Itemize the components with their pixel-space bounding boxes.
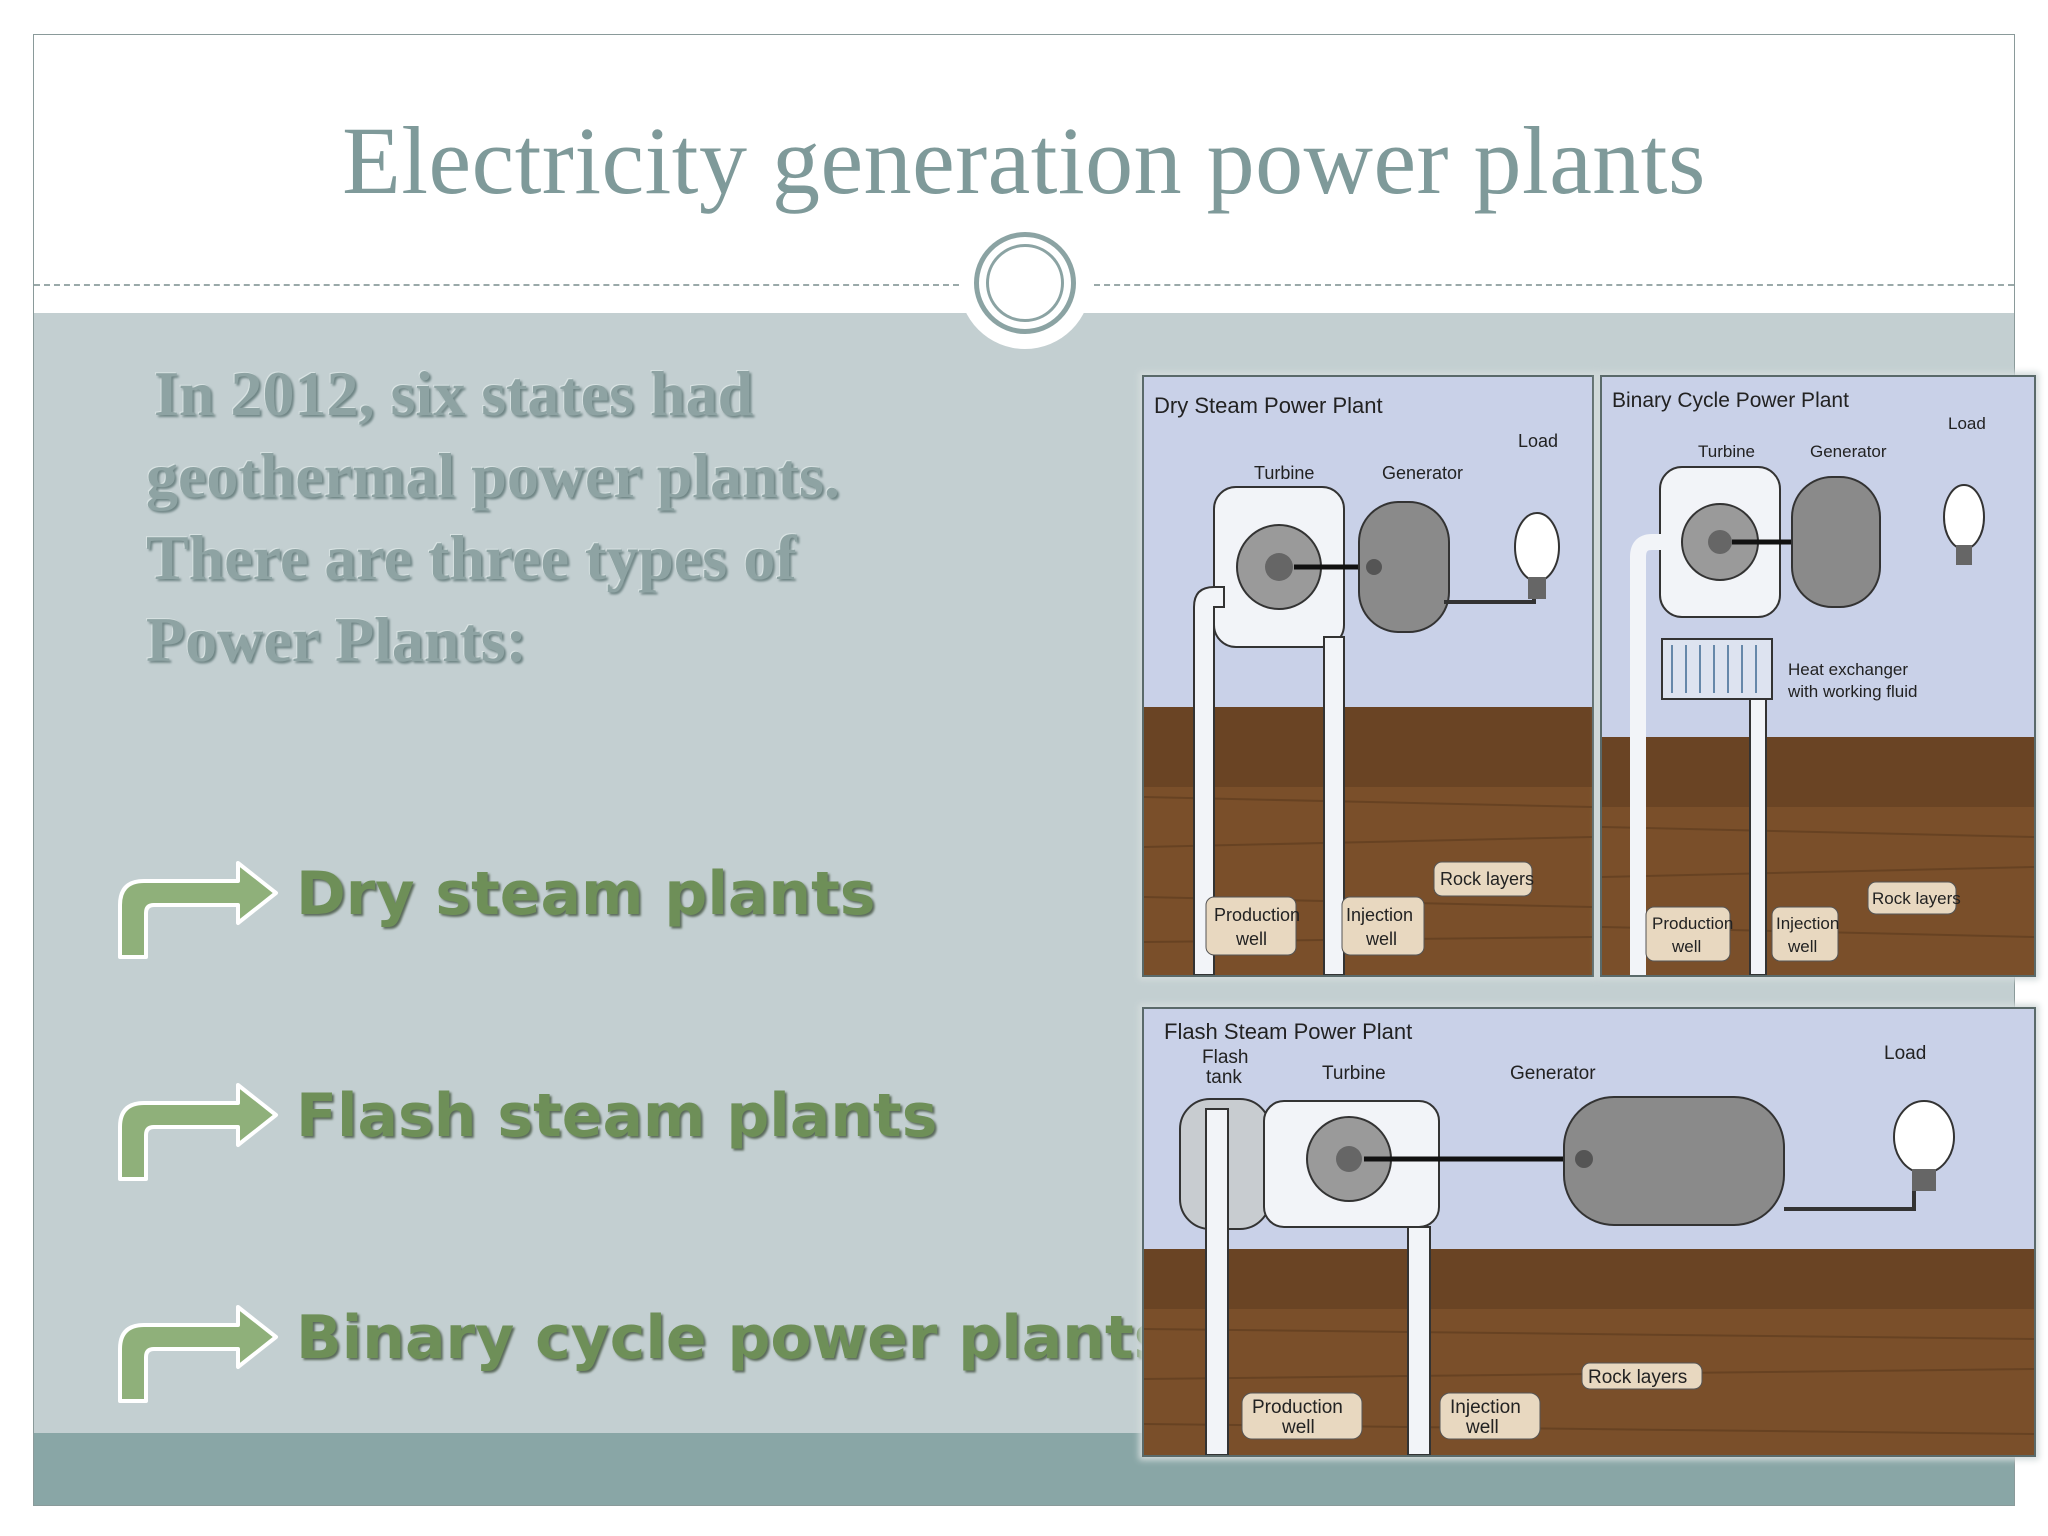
dry-title: Dry Steam Power Plant bbox=[1154, 393, 1383, 418]
flash-production-label: Production bbox=[1252, 1397, 1343, 1418]
dry-production-label-2: well bbox=[1235, 929, 1267, 949]
slide-title: Electricity generation power plants bbox=[342, 107, 1706, 214]
binary-hx-label-2: with working fluid bbox=[1787, 682, 1917, 701]
flash-injection-label-2: well bbox=[1465, 1417, 1499, 1438]
flash-title: Flash Steam Power Plant bbox=[1164, 1019, 1412, 1044]
title-divider-right bbox=[1094, 284, 2014, 286]
intro-line: geothermal power plants. bbox=[146, 440, 840, 511]
dry-injection-label: Injection bbox=[1346, 905, 1413, 925]
dry-generator-label: Generator bbox=[1382, 463, 1463, 483]
divider-medallion-inner bbox=[986, 244, 1064, 322]
binary-generator-label: Generator bbox=[1810, 442, 1887, 461]
dry-rock-label: Rock layers bbox=[1440, 869, 1534, 889]
dry-steam-illustration: Dry Steam Power Plant Turbine Generator … bbox=[1144, 377, 1592, 975]
intro-text: In 2012, six states had geothermal power… bbox=[146, 353, 1126, 681]
binary-injection-label-2: well bbox=[1787, 937, 1817, 956]
flash-turbine-label: Turbine bbox=[1322, 1063, 1386, 1084]
binary-load-label: Load bbox=[1948, 414, 1986, 433]
flash-steam-diagram: Flash Steam Power Plant Flash tank Turbi… bbox=[1142, 1007, 2036, 1457]
flash-rock-label: Rock layers bbox=[1588, 1367, 1687, 1388]
intro-line: In 2012, six states had bbox=[154, 358, 754, 429]
dry-load-label: Load bbox=[1518, 431, 1558, 451]
dry-injection-label-2: well bbox=[1365, 929, 1397, 949]
dry-turbine-label: Turbine bbox=[1254, 463, 1314, 483]
bullet-label: Dry steam plants bbox=[296, 859, 876, 929]
bent-arrow-icon bbox=[118, 1083, 278, 1181]
dry-steam-diagram: Dry Steam Power Plant Turbine Generator … bbox=[1142, 375, 1594, 977]
flash-injection-label: Injection bbox=[1450, 1397, 1521, 1418]
flash-load-label: Load bbox=[1884, 1043, 1926, 1064]
title-divider-left bbox=[34, 284, 959, 286]
binary-production-label-2: well bbox=[1671, 937, 1701, 956]
flash-tank-label: Flash bbox=[1202, 1047, 1248, 1068]
binary-injection-label: Injection bbox=[1776, 914, 1839, 933]
binary-turbine-label: Turbine bbox=[1698, 442, 1755, 461]
dry-production-label: Production bbox=[1214, 905, 1300, 925]
bent-arrow-icon bbox=[118, 1305, 278, 1403]
binary-cycle-diagram: Binary Cycle Power Plant Turbine Generat… bbox=[1600, 375, 2036, 977]
binary-title: Binary Cycle Power Plant bbox=[1612, 389, 1849, 412]
flash-generator-label: Generator bbox=[1510, 1063, 1596, 1084]
title-area: Electricity generation power plants bbox=[34, 35, 2014, 285]
binary-production-label: Production bbox=[1652, 914, 1733, 933]
intro-line: Power Plants: bbox=[146, 604, 527, 675]
bullet-flash-steam: Flash steam plants bbox=[112, 1077, 1112, 1187]
binary-hx-label: Heat exchanger bbox=[1788, 660, 1908, 679]
bullet-label: Flash steam plants bbox=[296, 1081, 938, 1151]
bent-arrow-icon bbox=[118, 861, 278, 959]
binary-rock-label: Rock layers bbox=[1872, 889, 1961, 908]
flash-production-label-2: well bbox=[1281, 1417, 1315, 1438]
slide: Electricity generation power plants In 2… bbox=[33, 34, 2036, 1506]
binary-cycle-illustration: Binary Cycle Power Plant Turbine Generat… bbox=[1602, 377, 2034, 975]
flash-steam-illustration: Flash Steam Power Plant Flash tank Turbi… bbox=[1144, 1009, 2034, 1455]
bullet-binary-cycle: Binary cycle power plants bbox=[112, 1299, 1169, 1409]
intro-line: There are three types of bbox=[146, 522, 797, 593]
bullet-dry-steam: Dry steam plants bbox=[112, 855, 1112, 965]
bullet-label: Binary cycle power plants bbox=[296, 1303, 1170, 1373]
flash-tank-label-2: tank bbox=[1206, 1067, 1242, 1088]
